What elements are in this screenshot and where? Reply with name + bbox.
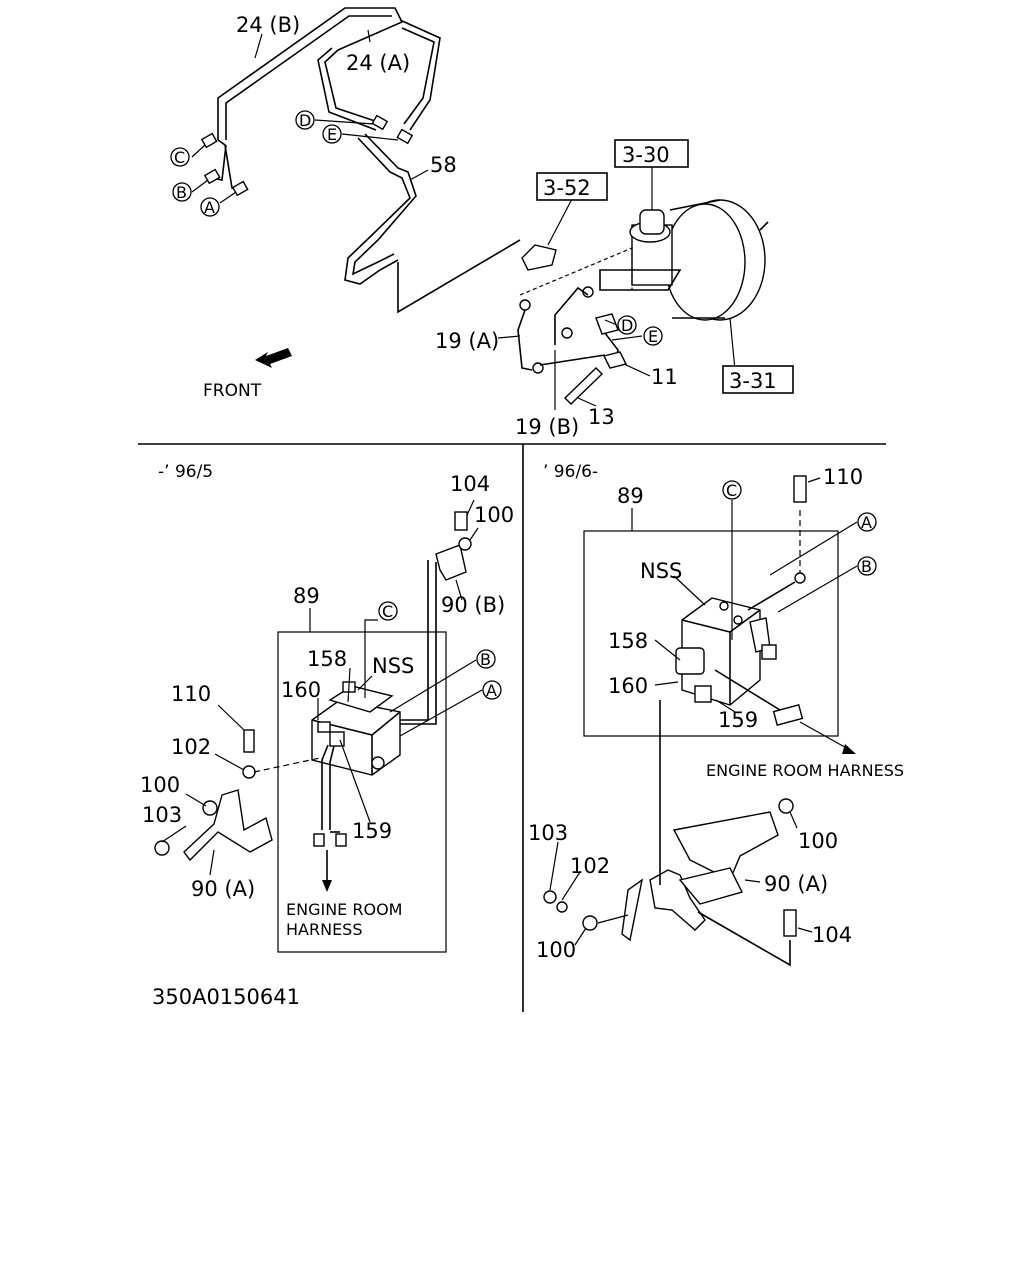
- top-circles: C B A D E D E: [170, 110, 663, 346]
- bolt-104-left: [454, 511, 468, 531]
- label-24a: 24 (A): [346, 51, 410, 75]
- label-100b-left: 100: [140, 773, 180, 797]
- bracket-90a-left: [183, 789, 273, 862]
- label-100b-right: 100: [536, 938, 576, 962]
- right-circle-c: C: [726, 481, 737, 500]
- ref-box-3-52: [536, 172, 608, 201]
- label-11: 11: [651, 365, 678, 389]
- left-harness-line-1: ENGINE ROOM: [286, 900, 402, 919]
- left-circle-b: B: [480, 650, 491, 669]
- ref-box-3-31: [722, 365, 794, 394]
- label-160-right: 160: [608, 674, 648, 698]
- left-box-89: [277, 631, 447, 953]
- label-90a-left: 90 (A): [191, 877, 255, 901]
- pipe-24b: [217, 7, 404, 140]
- bolt-110-left: [243, 729, 255, 753]
- label-58: 58: [430, 153, 457, 177]
- front-arrow-icon: [255, 348, 292, 368]
- label-13: 13: [588, 405, 615, 429]
- label-160-left: 160: [281, 678, 321, 702]
- nut-103-left: [154, 840, 170, 856]
- left-valve-nss: [311, 681, 401, 776]
- right-harness-label: ENGINE ROOM HARNESS: [706, 761, 904, 780]
- label-100-left: 100: [474, 503, 514, 527]
- label-102-left: 102: [171, 735, 211, 759]
- label-102-right: 102: [570, 854, 610, 878]
- top-section: 24 (B) 24 (A) 58 3-30 3-52 3-31 19 (A) 1…: [170, 7, 794, 439]
- label-24b: 24 (B): [236, 13, 300, 37]
- label-3-30: 3-30: [622, 143, 670, 167]
- label-90b: 90 (B): [441, 593, 505, 617]
- label-103-left: 103: [142, 803, 182, 827]
- pipe-24a: [399, 19, 441, 131]
- left-connector-1: [313, 833, 325, 847]
- label-19a: 19 (A): [435, 329, 499, 353]
- bolt-104-right: [783, 909, 797, 937]
- right-harness-arrow: [799, 721, 851, 751]
- bracket-3-52: [521, 244, 557, 271]
- diagram-code: 350A0150641: [152, 985, 300, 1009]
- label-90a-right: 90 (A): [764, 872, 828, 896]
- left-circle-c: C: [382, 602, 393, 621]
- right-circle-b: B: [861, 557, 872, 576]
- master-cylinder: [599, 209, 682, 291]
- circle-c: C: [174, 148, 185, 167]
- nut-100b-left: [202, 800, 218, 816]
- top-leaders: [191, 29, 736, 410]
- label-104-left: 104: [450, 472, 490, 496]
- label-89-right: 89: [617, 484, 644, 508]
- nut-100-left: [458, 537, 472, 551]
- circle-d: D: [299, 111, 311, 130]
- right-section: ’ 96/6- ENGINE ROOM HARNESS: [528, 462, 904, 967]
- label-100-right: 100: [798, 829, 838, 853]
- nut-100b-right: [582, 915, 598, 931]
- left-connector-2: [335, 833, 347, 847]
- right-box-89: [583, 530, 839, 737]
- circle-d-2: D: [621, 316, 633, 335]
- label-nss-left: NSS: [372, 654, 414, 678]
- left-circle-a: A: [486, 681, 497, 700]
- washer-102-right: [556, 901, 568, 913]
- nut-103-right: [543, 890, 557, 904]
- label-158-left: 158: [307, 647, 347, 671]
- pipe-19-fittings: [517, 286, 628, 374]
- left-period-label: -’ 96/5: [158, 462, 213, 482]
- label-104-right: 104: [812, 923, 852, 947]
- hose-58: [344, 137, 411, 285]
- bracket-90b: [435, 544, 467, 581]
- bolt-110-right: [793, 475, 807, 503]
- left-harness-line-2: HARNESS: [286, 920, 362, 939]
- label-nss-right: NSS: [640, 559, 682, 583]
- circle-a: A: [204, 198, 215, 217]
- nut-100-right: [778, 798, 794, 814]
- bracket-90a-right: [672, 811, 779, 881]
- right-valve-nss: [675, 597, 777, 706]
- label-front: FRONT: [203, 381, 262, 401]
- right-circle-a: A: [861, 513, 872, 532]
- circle-e: E: [327, 125, 337, 144]
- washer-102-left: [242, 765, 256, 779]
- circle-e-2: E: [648, 327, 658, 346]
- label-159-left: 159: [352, 819, 392, 843]
- label-110-right: 110: [823, 465, 863, 489]
- label-159-right: 159: [718, 708, 758, 732]
- bolt-13: [564, 367, 603, 405]
- label-158-right: 158: [608, 629, 648, 653]
- label-19b: 19 (B): [515, 415, 579, 439]
- label-3-52: 3-52: [543, 176, 591, 200]
- circle-b: B: [176, 183, 187, 202]
- label-103-right: 103: [528, 821, 568, 845]
- brake-booster: [664, 199, 769, 321]
- pipe-fittings: [200, 114, 414, 197]
- left-section: -’ 96/5 ENGINE ROOM HARNESS: [140, 462, 514, 953]
- label-89-left: 89: [293, 584, 320, 608]
- right-period-label: ’ 96/6-: [543, 462, 598, 482]
- label-110-left: 110: [171, 682, 211, 706]
- label-3-31: 3-31: [729, 369, 777, 393]
- right-connector: [772, 704, 804, 726]
- ref-box-3-30: [614, 139, 689, 168]
